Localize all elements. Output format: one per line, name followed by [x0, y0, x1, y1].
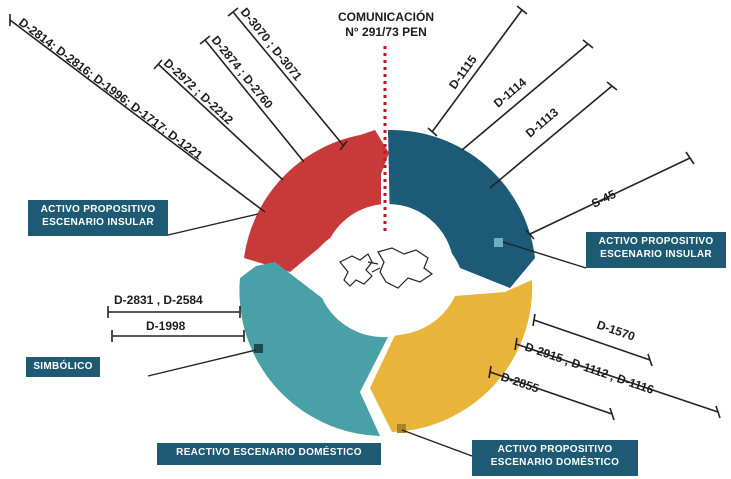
box-reactivo-domestico: REACTIVO ESCENARIO DOMÉSTICO — [157, 443, 381, 465]
leader-label-7: D-1113 — [523, 105, 561, 140]
leader-label-6: D-1114 — [491, 75, 529, 110]
marker-navy — [494, 238, 503, 247]
leader-label-13: D-1998 — [146, 319, 186, 333]
box-simbolico-label: SIMBÓLICO — [33, 361, 93, 372]
box-simbolico: SIMBÓLICO — [26, 357, 100, 377]
marker-yellow — [397, 424, 406, 433]
marker-teal — [254, 344, 263, 353]
box-activo-domestico: ACTIVO PROPOSITIVO ESCENARIO DOMÉSTICO — [472, 440, 638, 476]
box-activo-insular-left-line-1: ACTIVO PROPOSITIVO — [40, 204, 156, 215]
leader-label-12: D-2831 , D-2584 — [114, 293, 203, 307]
leader-label-10: D-2915 , D-1112 , D-1116 — [523, 340, 656, 397]
box-activo-insular-left-line-2: ESCENARIO INSULAR — [42, 217, 154, 228]
islands-map-icon — [339, 247, 434, 289]
box-activo-domestico-line-2: ESCENARIO DOMÉSTICO — [490, 457, 620, 468]
box-connectors — [147, 213, 587, 457]
box-activo-insular-left: ACTIVO PROPOSITIVO ESCENARIO INSULAR — [28, 200, 168, 236]
header-line-1: COMUNICACIÓN — [338, 10, 434, 24]
box-activo-domestico-line-1: ACTIVO PROPOSITIVO — [497, 444, 613, 455]
leader-label-2: D-2972 ; D-2212 — [161, 56, 236, 127]
segment-teal — [239, 262, 388, 436]
leader-label-5: D-1115 — [446, 53, 480, 92]
segment-yellow — [370, 280, 533, 432]
leader-label-1: D-2814; D-2816; D-1996; D-1717; D-1221 — [16, 15, 205, 162]
header-line-2: N° 291/73 PEN — [345, 25, 427, 39]
box-reactivo-domestico-label: REACTIVO ESCENARIO DOMÉSTICO — [176, 447, 362, 458]
center-circle — [322, 204, 454, 336]
box-activo-insular-right-line-2: ESCENARIO INSULAR — [600, 249, 712, 260]
segment-navy — [388, 129, 535, 288]
box-activo-insular-right: ACTIVO PROPOSITIVO ESCENARIO INSULAR — [586, 232, 726, 268]
segment-red — [244, 130, 389, 272]
box-activo-insular-right-line-1: ACTIVO PROPOSITIVO — [598, 236, 714, 247]
leader-lines — [9, 5, 721, 421]
leader-label-11: D-2855 — [499, 370, 541, 396]
leader-label-9: D-1570 — [595, 318, 637, 344]
communication-header: COMUNICACIÓN N° 291/73 PEN — [318, 10, 454, 40]
leader-label-8: S-45 — [589, 187, 618, 211]
